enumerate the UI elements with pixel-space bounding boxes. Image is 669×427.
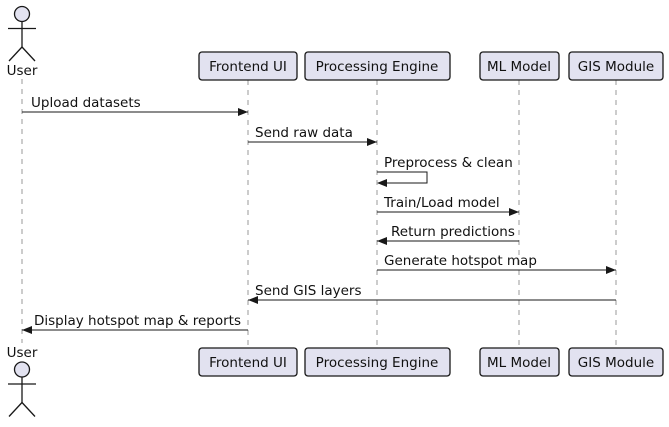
participant-box-gis-bottom [568, 347, 664, 377]
message-label: Preprocess & clean [384, 155, 513, 171]
message-label: Generate hotspot map [384, 253, 537, 269]
message-label: Display hotspot map & reports [34, 313, 241, 329]
self-message-arrowhead-icon [377, 179, 387, 187]
actor-head-icon-bottom [13, 361, 31, 378]
message-label: Return predictions [391, 224, 515, 240]
actor-head-icon-top [13, 5, 31, 23]
message-arrowhead-icon [606, 266, 616, 274]
message-label: Send GIS layers [255, 283, 362, 299]
actor-label-top: User [7, 63, 38, 79]
message-arrowhead-icon [22, 326, 32, 334]
actor-leg-right-bottom [21, 402, 36, 417]
message-arrowhead-icon [367, 138, 377, 146]
participant-box-gis-top [568, 51, 664, 81]
participant-label-processing-top: Processing Engine [316, 59, 439, 75]
actor-leg-right-top [21, 46, 36, 62]
actor-leg-left-bottom [8, 402, 23, 417]
self-message-line [377, 171, 428, 184]
message-arrowhead-icon [238, 108, 248, 116]
message-arrowhead-icon [248, 296, 258, 304]
message-arrowhead-icon [509, 208, 519, 216]
participant-box-frontend-top [198, 51, 298, 81]
message-arrowhead-icon [377, 237, 387, 245]
participant-label-gis-top: GIS Module [578, 59, 654, 75]
participant-box-processing-top [304, 51, 451, 81]
participant-label-ml-bottom: ML Model [487, 355, 551, 371]
participant-label-ml-top: ML Model [487, 59, 551, 75]
participant-label-frontend-top: Frontend UI [209, 59, 287, 75]
participant-label-gis-bottom: GIS Module [578, 355, 654, 371]
participant-box-ml-bottom [479, 347, 560, 377]
message-label: Upload datasets [31, 95, 141, 111]
actor-leg-left-top [8, 46, 23, 62]
message-label: Train/Load model [383, 195, 500, 211]
actor-label-bottom: User [7, 345, 38, 361]
participant-box-ml-top [479, 51, 560, 81]
participant-box-processing-bottom [304, 347, 451, 377]
participant-box-frontend-bottom [198, 347, 298, 377]
participant-label-frontend-bottom: Frontend UI [209, 355, 287, 371]
participant-label-processing-bottom: Processing Engine [316, 355, 439, 371]
message-label: Send raw data [255, 125, 353, 141]
